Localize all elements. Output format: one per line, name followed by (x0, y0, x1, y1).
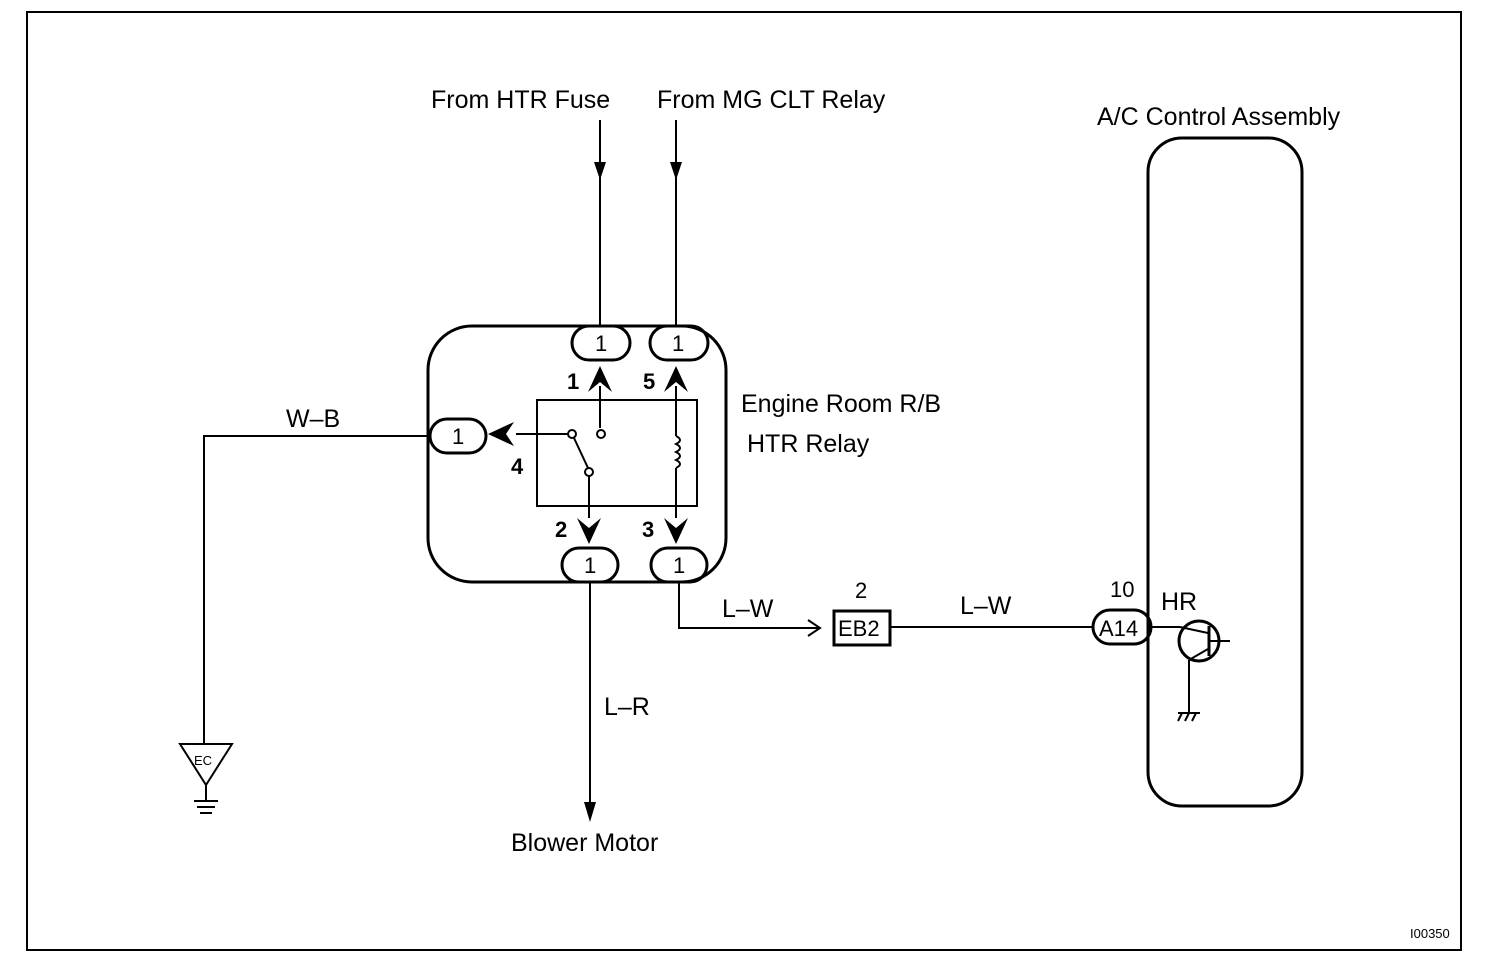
diagram-frame (26, 11, 1462, 951)
chevron-up-icon (588, 366, 612, 392)
ground-ec-label: EC (194, 753, 212, 768)
htr-relay-label: HTR Relay (747, 430, 870, 458)
transistor-collector (1179, 626, 1209, 634)
ground-ec-triangle (178, 743, 234, 787)
ac-control-assembly-label: A/C Control Assembly (1097, 103, 1341, 131)
wb-wire (203, 435, 430, 744)
transistor-emitter (1188, 648, 1209, 661)
chevron-left-icon (488, 422, 514, 446)
mg-clt-arrow-icon (670, 162, 682, 180)
connector-a14-label: A14 (1099, 616, 1138, 641)
lw-wire-1 (678, 582, 820, 629)
chassis-ground-icon (1177, 712, 1183, 722)
lr-wire-label: L–R (604, 693, 650, 721)
relay-pin-1: 1 (567, 369, 579, 394)
lw-wire-label-1: L–W (722, 595, 774, 623)
connector-top-left-pin: 1 (595, 331, 607, 356)
blower-motor-arrow-icon (584, 802, 596, 822)
engine-room-rb-label: Engine Room R/B (741, 390, 941, 418)
blower-motor-label: Blower Motor (511, 829, 658, 857)
wb-wire-label: W–B (286, 405, 340, 433)
chevron-up-icon (664, 366, 688, 392)
htr-fuse-arrow-icon (594, 162, 606, 180)
connector-eb2-label: EB2 (838, 616, 880, 641)
connector-bottom-right-pin: 1 (673, 553, 685, 578)
chevron-down-icon (664, 518, 688, 544)
relay-coil-icon (673, 435, 681, 469)
from-htr-fuse-label: From HTR Fuse (431, 86, 610, 114)
switch-contact (567, 429, 577, 439)
connector-top-right (648, 324, 710, 362)
chevron-down-icon (577, 518, 601, 544)
connector-eb2-pin: 2 (855, 578, 867, 603)
figure-id: I00350 (1410, 926, 1450, 941)
hr-label: HR (1161, 588, 1197, 616)
relay-pin-4: 4 (511, 454, 524, 479)
from-mg-clt-relay-label: From MG CLT Relay (657, 86, 886, 114)
switch-blade (573, 437, 589, 469)
relay-pin-5: 5 (643, 369, 655, 394)
connector-bottom-left-pin: 1 (584, 553, 596, 578)
eb2-arrow-icon (807, 619, 822, 637)
connector-a14-pin: 10 (1110, 577, 1134, 602)
htr-relay-box (536, 399, 698, 507)
connector-left-pin: 1 (452, 424, 464, 449)
lw-wire-label-2: L–W (960, 592, 1012, 620)
connector-top-right-pin: 1 (672, 331, 684, 356)
switch-contact (596, 429, 606, 439)
chassis-ground-icon (1184, 712, 1190, 722)
connector-top-left (570, 324, 632, 362)
switch-contact (584, 467, 594, 477)
chassis-ground-icon (1191, 712, 1197, 722)
relay-pin-3: 3 (642, 517, 654, 542)
ac-control-assembly-box (1146, 136, 1304, 808)
relay-pin-2: 2 (555, 517, 567, 542)
